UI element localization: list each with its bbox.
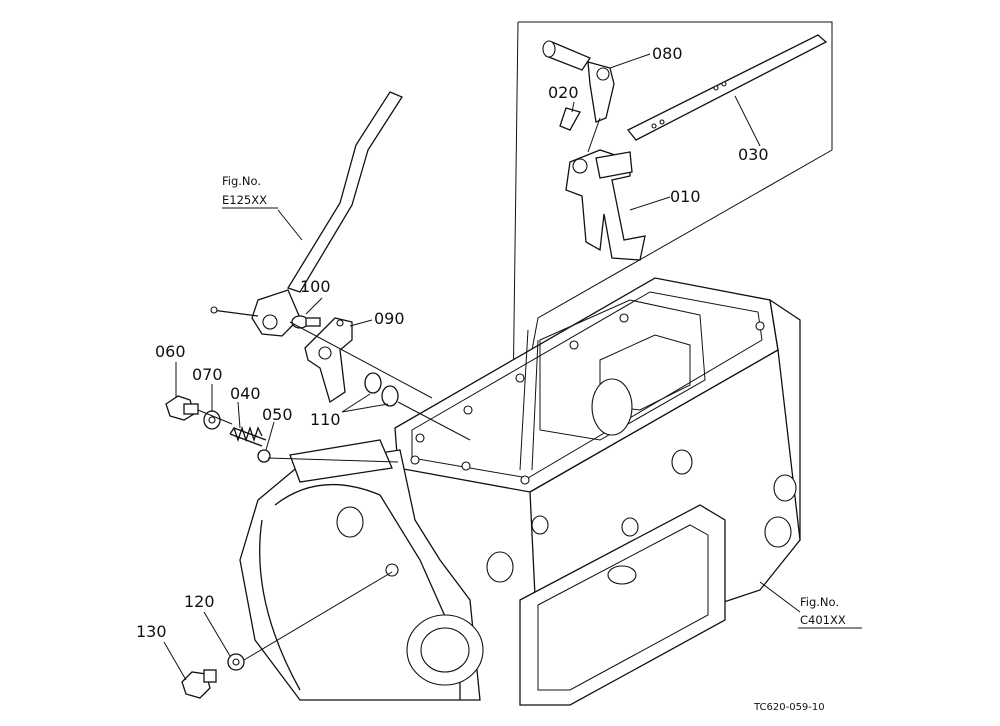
shift-fork-part <box>565 149 646 261</box>
part-labels: 080 020 030 010 100 090 110 060 070 040 … <box>136 44 769 641</box>
fig-ref-lower-title: Fig.No. <box>800 595 839 609</box>
alignment-lines <box>197 117 601 661</box>
bolt-100-part <box>291 315 321 329</box>
shift-arm-part <box>542 40 615 123</box>
label-130: 130 <box>136 622 167 641</box>
label-070: 070 <box>192 365 223 384</box>
o-rings-part <box>364 372 399 407</box>
label-090: 090 <box>374 309 405 328</box>
drawing-code: TC620-059-10 <box>753 702 825 713</box>
spring-pin-part <box>559 107 581 131</box>
label-120: 120 <box>184 592 215 611</box>
label-080: 080 <box>652 44 683 63</box>
shift-lever <box>210 91 403 337</box>
figure-reference-upper: Fig.No. E125XX <box>222 174 267 207</box>
transmission-case <box>239 277 801 706</box>
fig-ref-upper-title: Fig.No. <box>222 174 261 188</box>
bracket-part <box>304 317 353 404</box>
drain-plug-parts <box>181 653 245 699</box>
fig-ref-upper-code: E125XX <box>222 193 267 207</box>
label-050: 050 <box>262 405 293 424</box>
label-030: 030 <box>738 145 769 164</box>
label-060: 060 <box>155 342 186 361</box>
detent-parts <box>165 395 271 463</box>
label-110: 110 <box>310 410 341 429</box>
fig-ref-lower-code: C401XX <box>800 613 846 627</box>
label-040: 040 <box>230 384 261 403</box>
label-020: 020 <box>548 83 579 102</box>
label-100: 100 <box>300 277 331 296</box>
shift-fork-rod <box>626 34 828 141</box>
figure-reference-lower: Fig.No. C401XX <box>800 595 846 627</box>
label-010: 010 <box>670 187 701 206</box>
leader-lines <box>163 53 862 681</box>
